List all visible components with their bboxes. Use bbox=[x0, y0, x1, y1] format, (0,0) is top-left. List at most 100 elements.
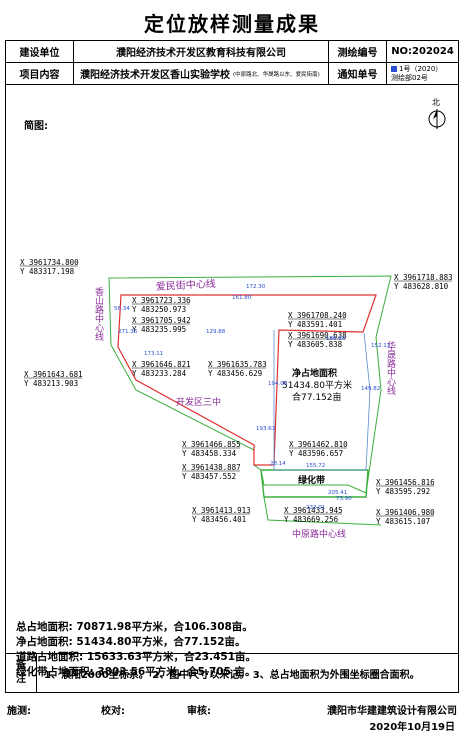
dimension-label: 129.88 bbox=[206, 329, 226, 335]
dimension-label: 173.11 bbox=[144, 351, 163, 357]
report-date: 2020年10月19日 bbox=[369, 722, 455, 733]
street-label-huasheng: 华晟路中心线 bbox=[385, 340, 396, 395]
dimension-label: 205.41 bbox=[328, 490, 347, 496]
project-label: 项目内容 bbox=[6, 63, 74, 84]
dimension-label: 193.63 bbox=[256, 426, 276, 432]
dimension-labels: 172.30161.80129.88271.36173.11186.84152.… bbox=[114, 284, 390, 511]
coordinate-text: X 3961438.887 bbox=[182, 463, 241, 472]
survey-no-label: 测绘编号 bbox=[329, 41, 387, 62]
summary-net: 净占地面积: 51434.80平方米，合77.152亩。 bbox=[16, 636, 246, 648]
results-sheet: 建设单位 濮阳经济技术开发区教育科技有限公司 测绘编号 NO:202024 项目… bbox=[5, 40, 459, 693]
street-label-zhongyuan: 中原路中心线 bbox=[292, 528, 346, 540]
coordinate-text: X 3961456.816 bbox=[376, 478, 435, 487]
coordinate-text: X 3961646.821 bbox=[132, 360, 191, 369]
net-boundary bbox=[117, 294, 377, 466]
green-belt-label: 绿化带 bbox=[298, 474, 325, 486]
notes-text: 1、濮阳2000坐标系。 2、图中尺寸以米记。 3、总占地面积为外围坐标圈合面积… bbox=[44, 669, 420, 681]
notes-row: 备 注 1、濮阳2000坐标系。 2、图中尺寸以米记。 3、总占地面积为外围坐标… bbox=[6, 653, 458, 692]
school-label: 开发区三中 bbox=[176, 396, 221, 408]
coordinate-text: Y 483456.401 bbox=[192, 515, 246, 524]
coordinate-text: Y 483615.107 bbox=[376, 517, 430, 526]
site-map: 简图: 北 爱民街中心线 香山路中心线 华晟路中心线 中原路中心线 开 bbox=[6, 85, 458, 678]
coordinate-text: Y 483628.810 bbox=[394, 282, 449, 291]
site-plan-svg: 简图: 北 爱民街中心线 香山路中心线 华晟路中心线 中原路中心线 开 bbox=[20, 98, 453, 540]
coordinate-text: Y 483605.838 bbox=[288, 340, 343, 349]
coordinate-text: Y 483235.995 bbox=[132, 325, 186, 334]
coordinate-text: Y 483595.292 bbox=[376, 487, 430, 496]
project-note: (中原路北、华晟路以东、爱民街南) bbox=[233, 71, 320, 78]
summary-road: 道路占地面积: 15633.63平方米，合23.451亩。 bbox=[16, 651, 257, 663]
dimension-label: 155.72 bbox=[306, 463, 325, 469]
coordinate-text: Y 483669.256 bbox=[284, 515, 339, 524]
north-label: 北 bbox=[432, 98, 440, 107]
coordinate-text: X 3961723.336 bbox=[132, 296, 191, 305]
company-name: 濮阳市华建建筑设计有限公司 bbox=[327, 706, 457, 717]
coordinate-text: Y 483456.629 bbox=[208, 369, 262, 378]
coordinate-text: Y 483458.334 bbox=[182, 449, 237, 458]
summary-total: 总占地面积: 70871.98平方米，合106.308亩。 bbox=[16, 621, 253, 633]
net-area-label-3: 合77.152亩 bbox=[292, 391, 342, 403]
coordinate-text: X 3961690.638 bbox=[288, 331, 347, 340]
checker-label: 校对: bbox=[101, 706, 125, 717]
builder-value: 濮阳经济技术开发区教育科技有限公司 bbox=[74, 41, 329, 62]
notice-label: 通知单号 bbox=[329, 63, 387, 84]
coordinate-text: X 3961433.945 bbox=[284, 506, 343, 515]
coordinate-text: X 3961734.800 bbox=[20, 258, 79, 267]
coordinate-text: Y 483317.198 bbox=[20, 267, 75, 276]
dimension-label: 161.80 bbox=[232, 295, 252, 301]
footer: 施测: 校对: 审核: 濮阳市华建建筑设计有限公司 2020年10月19日 bbox=[5, 698, 459, 734]
coordinate-text: X 3961718.883 bbox=[394, 273, 453, 282]
coordinate-text: X 3961708.240 bbox=[288, 311, 347, 320]
north-arrow-icon: 北 bbox=[428, 98, 446, 129]
street-label-aimin: 爱民街中心线 bbox=[155, 277, 216, 293]
dimension-label: 73.90 bbox=[336, 496, 352, 502]
project-value: 濮阳经济技术开发区香山实验学校 bbox=[80, 70, 230, 81]
dimension-label: 56.34 bbox=[114, 306, 130, 312]
dimension-label: 149.82 bbox=[361, 386, 380, 392]
coordinate-text: X 3961406.980 bbox=[376, 508, 435, 517]
project-value-cell: 濮阳经济技术开发区香山实验学校 (中原路北、华晟路以东、爱民街南) bbox=[74, 63, 329, 84]
coordinate-text: Y 483596.657 bbox=[289, 449, 343, 458]
coordinate-text: Y 483213.903 bbox=[24, 379, 78, 388]
dimension-label: 172.30 bbox=[246, 284, 266, 290]
dimension-label: 232.01 bbox=[306, 505, 325, 511]
coordinate-text: X 3961635.783 bbox=[208, 360, 267, 369]
header-row-project: 项目内容 濮阳经济技术开发区香山实验学校 (中原路北、华晟路以东、爱民街南) 通… bbox=[6, 63, 458, 85]
net-area-label-1: 净占地面积 bbox=[292, 367, 337, 379]
coordinate-text: X 3961643.681 bbox=[24, 370, 83, 379]
dimension-label: 28.14 bbox=[270, 461, 286, 467]
dimension-label: 186.84 bbox=[326, 336, 346, 342]
coordinate-text: Y 483591.401 bbox=[288, 320, 342, 329]
stamp-icon bbox=[391, 66, 397, 72]
builder-label: 建设单位 bbox=[6, 41, 74, 62]
coordinate-text: X 3961462.810 bbox=[289, 440, 348, 449]
sketch-label: 简图: bbox=[24, 119, 48, 132]
notice-value-line-2: 测绘部02号 bbox=[391, 73, 428, 82]
site-outline bbox=[273, 330, 371, 471]
page-title: 定位放样测量成果 bbox=[144, 12, 320, 36]
notice-value-line-1: 1号（2020） bbox=[391, 65, 442, 74]
street-label-xiangshan: 香山路中心线 bbox=[93, 287, 104, 341]
dimension-label: 194.00 bbox=[268, 381, 288, 387]
dimension-label: 152.11 bbox=[371, 343, 390, 349]
header-row-builder: 建设单位 濮阳经济技术开发区教育科技有限公司 测绘编号 NO:202024 bbox=[6, 41, 458, 63]
south-edge bbox=[263, 496, 382, 526]
notes-label: 备 注 bbox=[6, 654, 37, 692]
